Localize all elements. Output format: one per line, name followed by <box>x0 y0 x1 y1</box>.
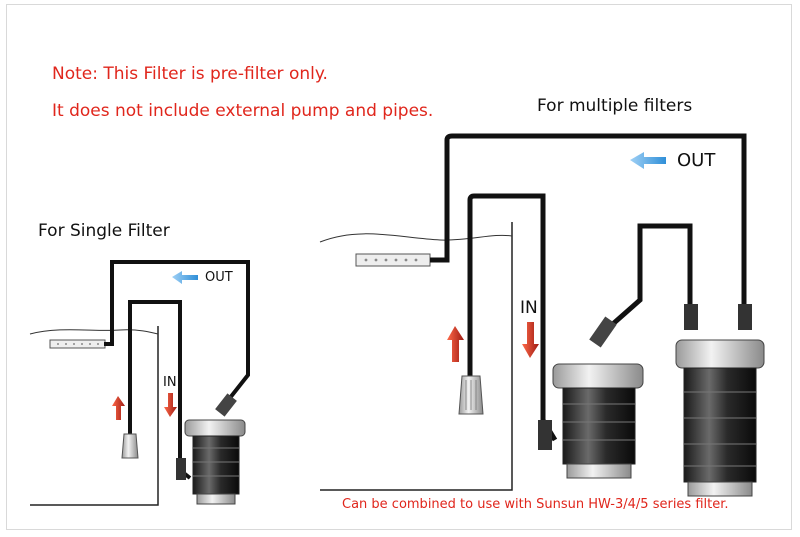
single-filter-title: For Single Filter <box>38 221 170 241</box>
multiple-filters-title: For multiple filters <box>537 96 693 116</box>
connecting-pipe <box>604 223 693 332</box>
multi-outlet-pipe <box>430 133 747 322</box>
single-outlet-pipe <box>104 260 250 410</box>
multi-transfer-valve <box>589 316 617 348</box>
single-intake-pipe <box>128 300 192 480</box>
red-arrow-down-icon <box>522 322 539 358</box>
red-arrow-up-icon <box>447 326 464 362</box>
multiple-in-label: IN <box>520 298 538 318</box>
canister-valve-left <box>684 304 698 330</box>
blue-arrow-left-icon <box>172 271 198 284</box>
single-filter-canister <box>184 419 246 505</box>
single-out-label: OUT <box>205 270 233 285</box>
multi-tank-wall <box>320 222 513 491</box>
blue-arrow-left-icon <box>630 152 666 169</box>
combine-note: Can be combined to use with Sunsun HW-3/… <box>342 497 729 512</box>
single-filter-setup <box>29 260 250 506</box>
single-outlet-valve <box>215 393 237 417</box>
red-arrow-down-icon <box>164 393 177 417</box>
note-line-1: Note: This Filter is pre-filter only. <box>52 64 328 84</box>
image-frame <box>6 4 792 530</box>
single-strainer <box>121 433 139 459</box>
single-inlet-valve <box>176 458 186 480</box>
single-in-label: IN <box>163 375 177 390</box>
single-water-line <box>29 329 159 335</box>
single-tank-wall <box>30 326 159 506</box>
multi-inlet-valve <box>538 420 552 450</box>
red-arrow-up-icon <box>112 396 125 420</box>
multiple-out-label: OUT <box>677 150 716 171</box>
multi-prefilter-canister <box>552 363 644 479</box>
main-canister-filter <box>675 339 765 497</box>
note-line-2: It does not include external pump and pi… <box>52 101 434 121</box>
multi-water-line <box>319 233 513 243</box>
multi-intake-pipe <box>467 193 558 442</box>
multiple-filter-setup <box>319 133 765 497</box>
canister-valve-right <box>738 304 752 330</box>
